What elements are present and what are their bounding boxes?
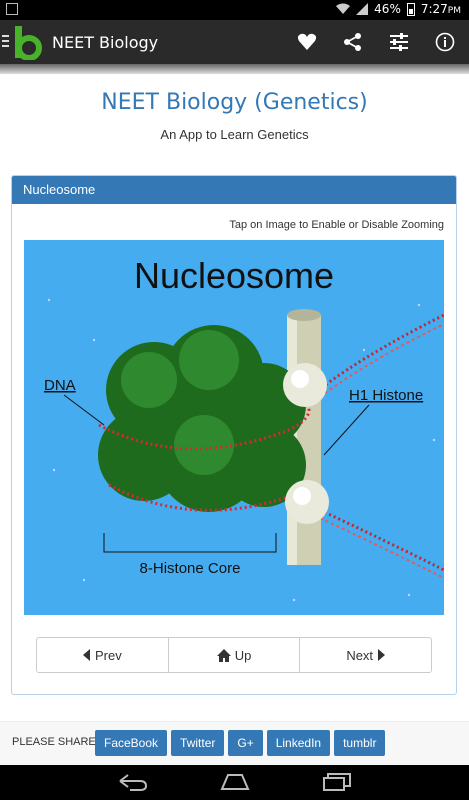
topic-panel: Nucleosome Tap on Image to Enable or Dis… <box>11 175 457 695</box>
share-button[interactable] <box>337 28 369 56</box>
share-twitter-button[interactable]: Twitter <box>171 730 225 756</box>
share-linkedin-button[interactable]: LinkedIn <box>266 730 331 756</box>
appbar-shadow <box>0 64 469 74</box>
page-subtitle: An App to Learn Genetics <box>160 127 309 142</box>
system-nav-bar <box>0 765 469 800</box>
panel-title: Nucleosome <box>12 176 456 204</box>
battery-percent: 46% <box>374 2 401 16</box>
info-button[interactable] <box>429 28 461 56</box>
share-icon <box>344 33 361 51</box>
logo-icon[interactable] <box>12 26 42 60</box>
page-header: NEET Biology (Genetics) An App to Learn … <box>0 90 469 142</box>
share-facebook-button[interactable]: FaceBook <box>95 730 168 756</box>
wifi-icon <box>336 3 351 14</box>
battery-icon <box>406 2 415 16</box>
zoom-hint: Tap on Image to Enable or Disable Zoomin… <box>229 219 444 231</box>
home-nav-icon[interactable] <box>220 773 250 791</box>
label-core: 8-Histone Core <box>140 560 241 577</box>
label-h1-histone: H1 Histone <box>349 387 423 404</box>
settings-icon <box>390 33 408 51</box>
app-bar: NEET Biology <box>0 20 469 64</box>
heart-icon <box>297 33 317 50</box>
share-tumblr-button[interactable]: tumblr <box>334 730 386 756</box>
up-button[interactable]: Up <box>169 638 301 672</box>
image-title: Nucleosome <box>134 255 334 296</box>
settings-button[interactable] <box>383 28 415 56</box>
label-dna: DNA <box>44 377 76 394</box>
nucleosome-image[interactable]: Nucleosome <box>24 240 444 615</box>
app-title: NEET Biology <box>52 33 159 52</box>
next-button[interactable]: Next <box>300 638 431 672</box>
signal-icon <box>356 3 369 15</box>
status-bar: 46% 7:27PM <box>0 0 469 20</box>
clock: 7:27PM <box>420 2 461 16</box>
home-icon <box>216 648 231 662</box>
back-icon[interactable] <box>118 773 148 791</box>
caret-left-icon <box>82 649 90 661</box>
prev-button[interactable]: Prev <box>37 638 169 672</box>
favorite-button[interactable] <box>291 28 323 56</box>
share-googleplus-button[interactable]: G+ <box>228 730 263 756</box>
share-label: PLEASE SHARE: <box>12 736 99 748</box>
pager: Prev Up Next <box>36 637 432 673</box>
gallery-notification-icon <box>6 3 18 15</box>
recents-icon[interactable] <box>322 773 352 791</box>
share-bar: PLEASE SHARE: FaceBook Twitter G+ Linked… <box>0 721 469 765</box>
hamburger-icon[interactable] <box>2 35 9 49</box>
page-title: NEET Biology (Genetics) <box>101 90 368 115</box>
caret-right-icon <box>378 649 386 661</box>
info-icon <box>435 32 455 52</box>
